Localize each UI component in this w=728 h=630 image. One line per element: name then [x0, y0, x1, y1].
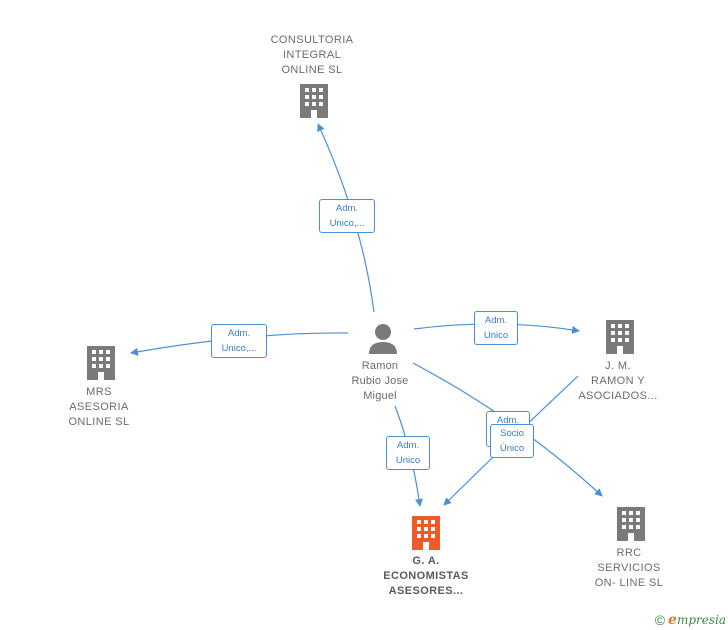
edge-label-to-ga: Adm. Unico — [386, 436, 430, 470]
building-icon — [300, 84, 328, 118]
edge-label-to-jm: Adm. Unico — [474, 311, 518, 345]
copyright-symbol: © — [654, 612, 666, 628]
person-label[interactable]: Ramon Rubio Jose Miguel — [351, 360, 409, 402]
building-icon-focus — [412, 516, 440, 550]
edge-label-jm-to-ga: Socio Único — [490, 424, 534, 458]
company-label-mrs[interactable]: MRS ASESORIA ONLINE SL — [68, 386, 130, 428]
company-label-ga[interactable]: G. A. ECONOMISTAS ASESORES... — [383, 555, 469, 597]
company-label-consultoria[interactable]: CONSULTORIA INTEGRAL ONLINE SL — [270, 34, 354, 76]
edge-label-to-mrs: Adm. Unico,... — [211, 324, 267, 358]
company-label-rrc[interactable]: RRC SERVICIOS ON- LINE SL — [594, 547, 664, 589]
company-label-jm[interactable]: J. M. RAMON Y ASOCIADOS... — [578, 360, 658, 402]
brand-initial: e — [668, 612, 677, 628]
brand-name: mpresia — [676, 613, 726, 627]
person-icon — [369, 324, 397, 354]
edge-label-to-consultoria: Adm. Unico,... — [319, 199, 375, 233]
building-icon — [87, 346, 115, 380]
building-icon — [606, 320, 634, 354]
empresia-watermark: © empresia — [655, 612, 726, 628]
building-icon — [617, 507, 645, 541]
